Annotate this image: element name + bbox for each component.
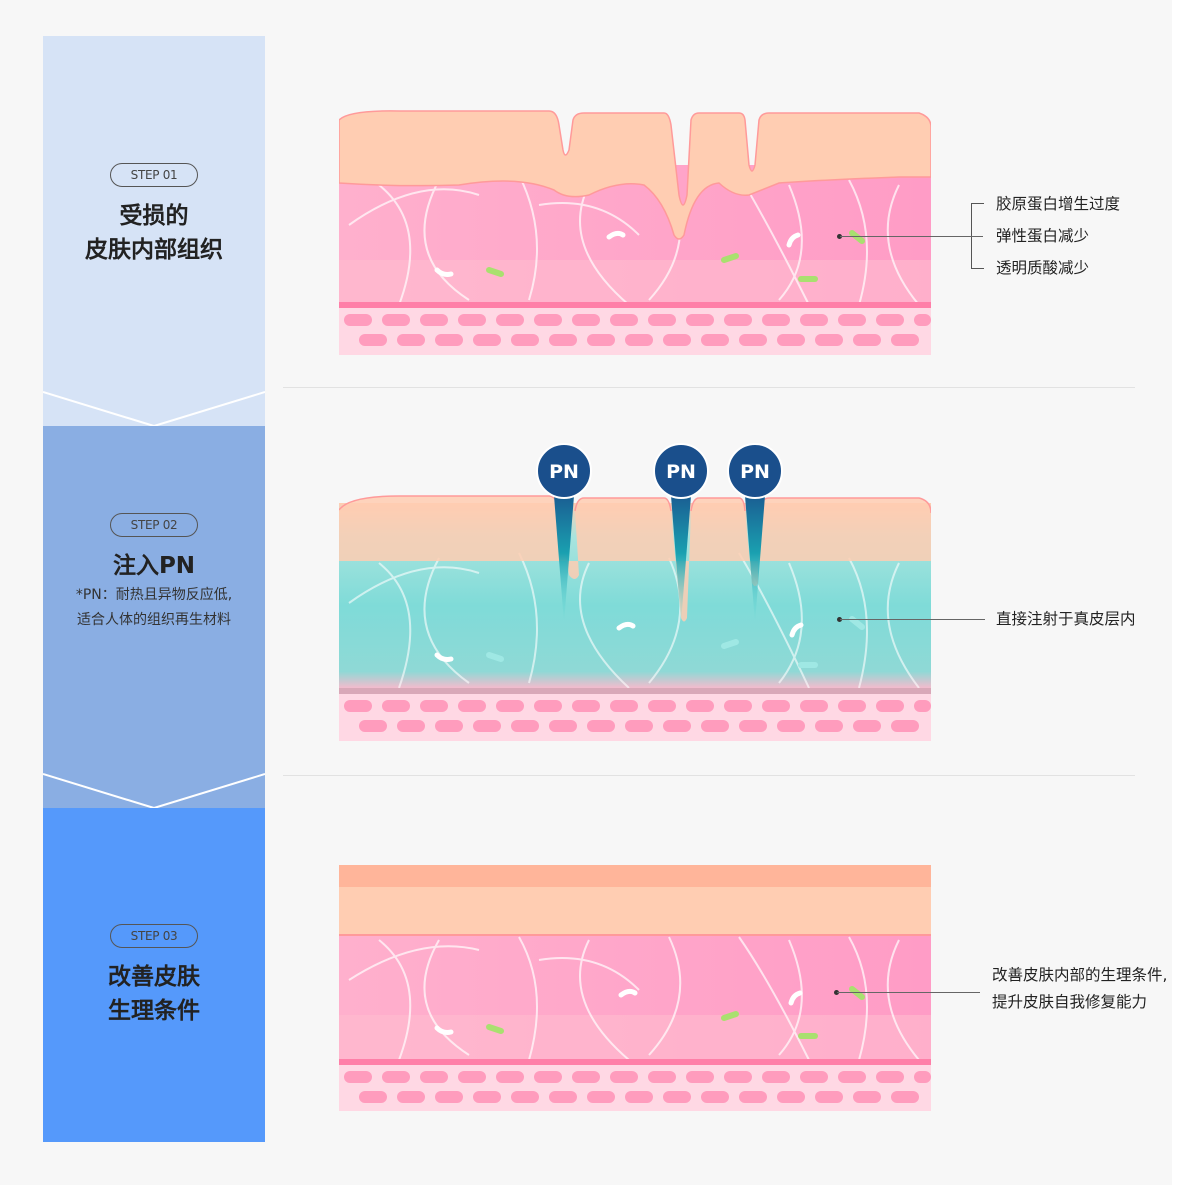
step1-content: STEP 01 受损的 皮肤内部组织	[43, 163, 265, 267]
epidermis-layer	[339, 110, 931, 240]
step3-title: 改善皮肤 生理条件	[43, 960, 265, 1028]
bracket-mid-tick	[971, 236, 983, 237]
callout-dot-1	[837, 234, 842, 239]
step3-title-line2: 生理条件	[108, 998, 200, 1024]
step2-title: 注入PN	[112, 553, 196, 579]
label-hyaluronic: 透明质酸减少	[996, 259, 1090, 277]
collagen-fibers	[348, 936, 920, 1061]
callout-dot-3	[834, 990, 839, 995]
label-inject-dermis: 直接注射于真皮层内	[996, 610, 1136, 628]
basal-cells	[344, 1071, 931, 1103]
step2-note-line2: 适合人体的组织再生材料	[77, 612, 231, 628]
step2-badge: STEP 02	[110, 513, 198, 537]
improved-skin-diagram	[339, 865, 931, 1111]
step3-title-line1: 改善皮肤	[108, 964, 200, 990]
pn-needle-2: PN	[653, 443, 709, 623]
pn-needle-label: PN	[666, 461, 696, 483]
step3-content: STEP 03 改善皮肤 生理条件	[43, 924, 265, 1028]
label-elastin: 弹性蛋白减少	[996, 227, 1090, 245]
section-divider-1	[283, 387, 1135, 388]
step2-background	[43, 392, 265, 808]
step2-note: *PN：耐热且异物反应低, 适合人体的组织再生材料	[43, 583, 265, 633]
epidermis-layer	[339, 887, 931, 935]
label-improve-line1: 改善皮肤内部的生理条件,	[992, 966, 1168, 984]
stratum-corneum	[339, 865, 931, 887]
step2-content: STEP 02 注入PN *PN：耐热且异物反应低, 适合人体的组织再生材料	[43, 513, 265, 633]
step3-background	[43, 775, 265, 1142]
step1-background	[43, 36, 265, 426]
step1-title-line2: 皮肤内部组织	[85, 237, 223, 263]
label-improve-line2: 提升皮肤自我修复能力	[992, 993, 1148, 1011]
pn-needle-label: PN	[549, 461, 579, 483]
callout-line-1	[840, 236, 971, 237]
pn-needle-3: PN	[727, 443, 783, 623]
step1-badge: STEP 01	[110, 163, 198, 187]
step-sidebar: STEP 01 受损的 皮肤内部组织 STEP 02 注入PN *PN：耐热且异…	[43, 36, 265, 1142]
step1-chevron	[43, 390, 265, 426]
step1-title-line1: 受损的	[119, 203, 189, 229]
pn-injection-diagram: PN PN PN	[339, 443, 931, 741]
callout-dot-2	[837, 617, 842, 622]
label-improve: 改善皮肤内部的生理条件, 提升皮肤自我修复能力	[992, 962, 1167, 1016]
step2-chevron	[43, 772, 265, 808]
collagen-fibers	[348, 552, 920, 689]
section-divider-2	[283, 775, 1135, 776]
pn-needle-1: PN	[536, 443, 592, 623]
epidermis-layer	[339, 496, 931, 622]
label-collagen: 胶原蛋白增生过度	[996, 195, 1121, 213]
pn-needle-label: PN	[740, 461, 770, 483]
basal-cells	[344, 314, 931, 346]
step1-title: 受损的 皮肤内部组织	[43, 199, 265, 267]
step3-badge: STEP 03	[110, 924, 198, 948]
callout-line-3	[837, 992, 980, 993]
step2-note-line1: *PN：耐热且异物反应低,	[75, 587, 233, 603]
callout-line-2	[840, 619, 985, 620]
damaged-skin-diagram	[339, 110, 931, 355]
basal-cells	[344, 700, 931, 732]
